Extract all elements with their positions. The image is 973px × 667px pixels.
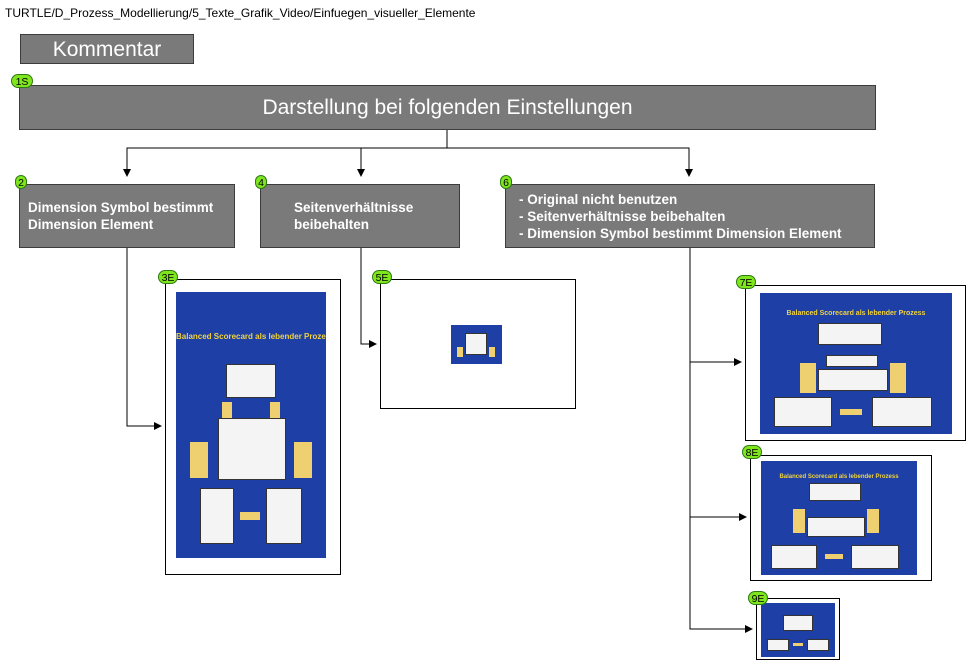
option-box-line: - Original nicht benutzen	[519, 192, 678, 207]
option-box-dimension-symbol[interactable]: Dimension Symbol bestimmt Dimension Elem…	[19, 184, 235, 248]
slide-title: Balanced Scorecard als lebender Prozess	[176, 332, 326, 341]
option-box-line: - Seitenverhältnisse beibehalten	[519, 209, 726, 224]
option-box-combined[interactable]: - Original nicht benutzen - Seitenverhäl…	[505, 184, 875, 248]
option-box-line: - Dimension Symbol bestimmt Dimension El…	[519, 226, 842, 241]
connector-box2-to-3e	[126, 248, 162, 430]
badge-9e: 9E	[748, 591, 768, 605]
badge-5e: 5E	[372, 270, 392, 284]
connector-box6-trunk	[689, 248, 752, 630]
connector-box4-to-5e	[360, 248, 377, 348]
slide-title: Balanced Scorecard als lebender Prozess	[779, 474, 899, 480]
option-box-line: Seitenverhältnisse	[294, 200, 414, 215]
connector-main-to-box6	[447, 147, 693, 177]
badge-3e: 3E	[158, 270, 178, 284]
option-box-aspect-ratio[interactable]: Seitenverhältnisse beibehalten	[260, 184, 460, 248]
option-box-line: Dimension Element	[28, 217, 154, 232]
example-frame-9e[interactable]	[756, 598, 840, 660]
badge-2: 2	[15, 175, 27, 189]
badge-7e: 7E	[736, 275, 756, 289]
badge-8e: 8E	[742, 445, 762, 459]
example-frame-7e[interactable]: Balanced Scorecard als lebender Prozess	[745, 285, 966, 441]
example-frame-5e[interactable]	[380, 279, 576, 409]
example-frame-8e[interactable]: Balanced Scorecard als lebender Prozess	[750, 455, 932, 581]
badge-6: 6	[500, 175, 512, 189]
breadcrumb: TURTLE/D_Prozess_Modellierung/5_Texte_Gr…	[5, 6, 476, 20]
badge-4: 4	[255, 175, 267, 189]
slide-thumbnail: Balanced Scorecard als lebender Prozess	[176, 292, 326, 558]
slide-thumbnail: Balanced Scorecard als lebender Prozess	[761, 461, 917, 575]
slide-thumbnail	[761, 603, 835, 657]
slide-thumbnail	[451, 325, 502, 364]
example-frame-3e[interactable]: Balanced Scorecard als lebender Prozess	[165, 279, 341, 575]
option-box-line: beibehalten	[294, 217, 370, 232]
slide-title: Balanced Scorecard als lebender Prozess	[786, 310, 926, 317]
slide-thumbnail: Balanced Scorecard als lebender Prozess	[760, 293, 952, 434]
comment-label[interactable]: Kommentar	[20, 34, 194, 64]
badge-1s: 1S	[11, 74, 33, 88]
option-box-line: Dimension Symbol bestimmt	[28, 200, 214, 215]
main-settings-box[interactable]: Darstellung bei folgenden Einstellungen	[19, 85, 876, 130]
connector-main-to-box2	[123, 130, 448, 177]
main-settings-title: Darstellung bei folgenden Einstellungen	[262, 96, 633, 119]
